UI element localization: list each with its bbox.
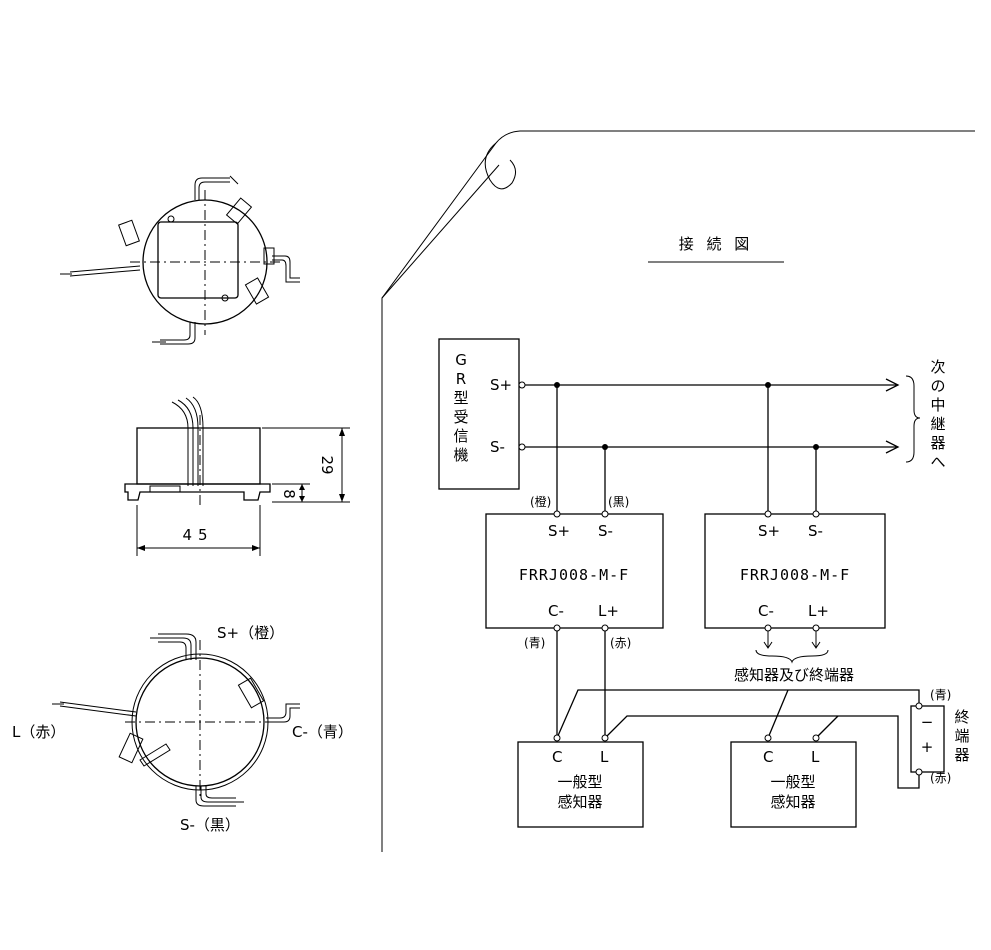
terminator-plus: + bbox=[921, 738, 934, 756]
relay-1-color-c-minus: (青) bbox=[524, 636, 545, 650]
receiver-s-plus: S+ bbox=[490, 376, 512, 394]
detector-1-box: C L 一般型 感知器 bbox=[517, 741, 644, 828]
detector-1-line1: 一般型 bbox=[557, 773, 602, 791]
detector-2-line1: 一般型 bbox=[770, 773, 815, 791]
term-s-minus-label: S-（黒） bbox=[180, 816, 240, 834]
signal-lines bbox=[518, 375, 921, 514]
relay-1-box: S+ S- FRRJ008-M-F C- L+ (橙) (黒) (青) (赤) bbox=[485, 494, 664, 650]
term-l-label: L（赤） bbox=[12, 723, 65, 741]
relay-2-c-minus: C- bbox=[758, 602, 774, 620]
receiver-label-4: 信 bbox=[453, 427, 468, 445]
next-relay-1: の bbox=[930, 377, 945, 395]
wiring-title: 接 続 図 bbox=[679, 235, 754, 253]
relay-1-s-minus: S- bbox=[598, 522, 613, 540]
receiver-label-0: G bbox=[455, 351, 467, 369]
term-c-minus-label: C-（青） bbox=[292, 723, 353, 741]
relay-1-color-l-plus: (赤) bbox=[610, 636, 631, 650]
dim-height-label: 29 bbox=[318, 455, 336, 474]
receiver-label-5: 機 bbox=[453, 446, 468, 464]
terminator-label-1: 端 bbox=[954, 727, 969, 745]
relay-2-s-plus: S+ bbox=[758, 522, 780, 540]
next-relay-5: へ bbox=[930, 453, 945, 471]
dim-width-label: 45 bbox=[182, 526, 213, 544]
terminator-box: − + (青) (赤) 終 端 器 bbox=[910, 688, 970, 785]
detector-2-c: C bbox=[763, 748, 773, 766]
terminator-color-top: (青) bbox=[930, 688, 951, 702]
top-view bbox=[60, 175, 300, 345]
detector-2-box: C L 一般型 感知器 bbox=[730, 741, 857, 828]
relay-2-model: FRRJ008-M-F bbox=[740, 566, 850, 584]
detector-1-c: C bbox=[552, 748, 562, 766]
next-relay-3: 継 bbox=[930, 415, 945, 433]
term-s-plus-label: S+（橙） bbox=[217, 624, 284, 642]
relay-2-s-minus: S- bbox=[808, 522, 823, 540]
detector-1-l: L bbox=[600, 748, 609, 766]
relay-1-c-minus: C- bbox=[548, 602, 564, 620]
detector-note: 感知器及び終端器 bbox=[734, 666, 854, 684]
next-relay-0: 次 bbox=[930, 358, 945, 376]
next-relay-2: 中 bbox=[930, 396, 945, 414]
relay-1-model: FRRJ008-M-F bbox=[519, 566, 629, 584]
detector-2-l: L bbox=[811, 748, 820, 766]
relay-1-color-s-plus: (橙) bbox=[530, 494, 551, 509]
side-view: 29 8 45 bbox=[124, 396, 350, 556]
relay-1-s-plus: S+ bbox=[548, 522, 570, 540]
receiver-box: G R 型 受 信 機 S+ S- bbox=[438, 338, 520, 490]
next-relay-4: 器 bbox=[930, 434, 945, 452]
bottom-view: S+（橙） L（赤） C-（青） S-（黒） bbox=[12, 624, 353, 834]
terminator-color-bottom: (赤) bbox=[930, 771, 951, 785]
relay-1-color-s-minus: (黒) bbox=[608, 495, 629, 509]
detector-1-line2: 感知器 bbox=[557, 793, 602, 811]
dim-base-label: 8 bbox=[280, 489, 298, 499]
relay-2-output bbox=[755, 631, 829, 664]
terminator-minus: − bbox=[921, 713, 934, 731]
terminator-label-2: 器 bbox=[954, 746, 969, 764]
terminator-label-0: 終 bbox=[954, 708, 969, 726]
relay-1-l-plus: L+ bbox=[598, 602, 619, 620]
receiver-label-1: R bbox=[456, 370, 466, 388]
detector-wiring bbox=[553, 631, 920, 789]
receiver-label-2: 型 bbox=[453, 389, 468, 407]
receiver-s-minus: S- bbox=[490, 438, 505, 456]
page-frame bbox=[381, 130, 975, 852]
receiver-label-3: 受 bbox=[453, 408, 468, 426]
detector-2-line2: 感知器 bbox=[770, 793, 815, 811]
relay-2-box: S+ S- FRRJ008-M-F C- L+ bbox=[704, 510, 886, 632]
relay-2-l-plus: L+ bbox=[808, 602, 829, 620]
